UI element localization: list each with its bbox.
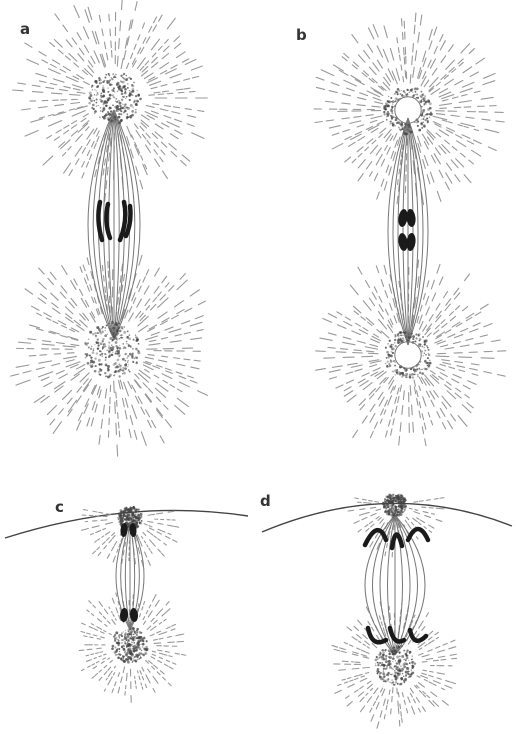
aster-b-upper — [314, 13, 504, 204]
chromosome-a-1 — [98, 202, 102, 240]
aster-b-lower — [316, 260, 506, 446]
centrosome-d-lower — [374, 645, 416, 686]
aster-c-lower — [79, 589, 185, 702]
centrosome-b-lower — [385, 331, 432, 379]
panel-label-a: a — [20, 22, 30, 37]
chromosome-a-2 — [106, 204, 110, 238]
aster-d-lower — [332, 600, 457, 728]
chromosome-b-4 — [406, 233, 417, 252]
chromosome-d-2 — [392, 534, 402, 548]
panel-label-d: d — [260, 494, 271, 509]
centrosome-d-upper — [382, 493, 407, 518]
centrosome-c-lower — [111, 627, 148, 664]
centrosome-a-upper — [88, 73, 142, 125]
chromosome-b-2 — [406, 209, 417, 228]
panel-label-b: b — [296, 28, 307, 43]
spindle-b — [388, 118, 428, 345]
panel-label-c: c — [55, 500, 64, 515]
